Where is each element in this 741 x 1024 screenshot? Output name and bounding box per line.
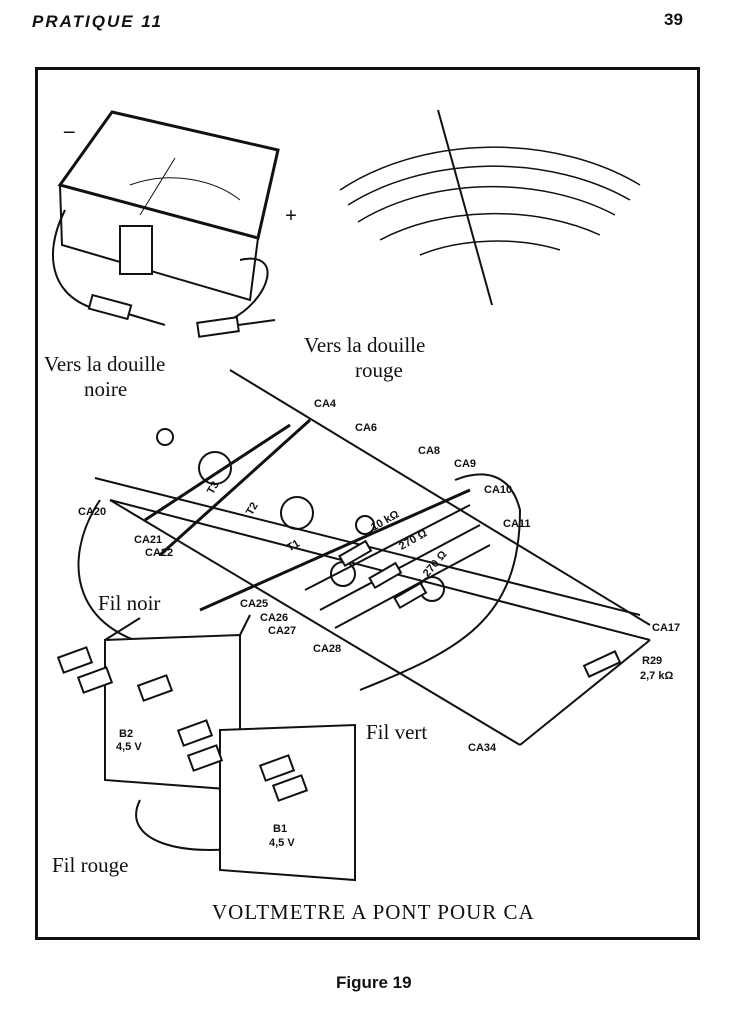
label-noire-line1: Vers la douille bbox=[44, 352, 166, 376]
figure-label: Figure 19 bbox=[336, 973, 412, 992]
label-b1-voltage: 4,5 V bbox=[269, 837, 295, 849]
label-b2: B2 bbox=[119, 728, 134, 740]
label-ca4: CA4 bbox=[314, 398, 337, 410]
figure-frame bbox=[35, 67, 700, 940]
label-ca6: CA6 bbox=[355, 422, 378, 434]
minus-sign: – bbox=[64, 118, 75, 142]
clip-icon bbox=[56, 646, 309, 802]
label-fil-rouge: Fil rouge bbox=[52, 853, 129, 877]
label-ca21: CA21 bbox=[134, 534, 163, 546]
section-header: PRATIQUE 11 bbox=[32, 12, 163, 31]
label-ca27: CA27 bbox=[268, 625, 297, 637]
label-b1: B1 bbox=[273, 823, 288, 835]
figure-caption: VOLTMETRE A PONT POUR CA bbox=[212, 900, 535, 924]
label-ca17: CA17 bbox=[652, 622, 681, 634]
label-ca26: CA26 bbox=[260, 612, 289, 624]
label-b2-voltage: 4,5 V bbox=[116, 741, 142, 753]
label-fil-vert: Fil vert bbox=[366, 720, 428, 744]
meter-icon bbox=[51, 110, 280, 321]
label-ca9: CA9 bbox=[454, 458, 477, 470]
label-r29: R29 bbox=[642, 655, 663, 667]
label-ca8: CA8 bbox=[418, 445, 441, 457]
probe-icon bbox=[87, 293, 276, 338]
label-fil-noir: Fil noir bbox=[98, 591, 161, 615]
label-ca34: CA34 bbox=[468, 742, 497, 754]
meter-scale-icon bbox=[339, 109, 641, 306]
label-rouge-line2: rouge bbox=[355, 358, 403, 382]
label-ca20: CA20 bbox=[78, 506, 107, 518]
label-r29-value: 2,7 kΩ bbox=[640, 670, 674, 682]
label-noire-line2: noire bbox=[84, 377, 128, 401]
label-ca11: CA11 bbox=[503, 518, 531, 530]
resistor-icon bbox=[304, 504, 622, 678]
label-rouge-line1: Vers la douille bbox=[304, 333, 426, 357]
page-number: 39 bbox=[664, 10, 683, 29]
label-ca10: CA10 bbox=[484, 484, 513, 496]
plus-sign: + bbox=[285, 203, 297, 227]
label-ca25: CA25 bbox=[240, 598, 269, 610]
label-ca22: CA22 bbox=[145, 547, 174, 559]
label-ca28: CA28 bbox=[313, 643, 342, 655]
